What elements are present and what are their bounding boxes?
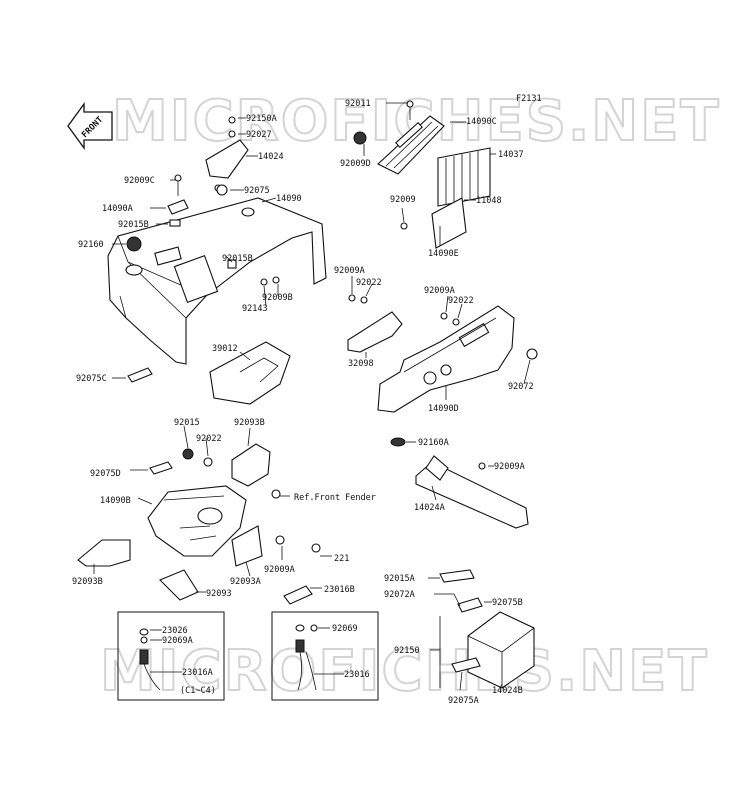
callout: 92022 [448,296,474,306]
callout: 14090D [428,404,459,414]
callout: 221 [334,554,349,564]
callout: 92011 [345,99,371,109]
callout: 92072 [508,382,534,392]
callout: 14024B [492,686,523,696]
bracket-14090E-part [431,197,467,249]
callout: 32098 [348,359,374,369]
tray-14090B-part [147,485,247,557]
callout: 92009 [390,195,416,205]
callout: 92009A [494,462,525,472]
inset-box-right [271,611,379,701]
callout: 92075B [492,598,523,608]
callout: 14024 [258,152,284,162]
callout: 39012 [212,344,238,354]
front-arrow-icon: FRONT [67,102,113,150]
callout: 92009A [334,266,365,276]
callout: 92069A [162,636,193,646]
callout: 92009B [262,293,293,303]
callout: 14090B [100,496,131,506]
reference-label: Ref.Front Fender [294,493,376,503]
callout: 92160 [78,240,104,250]
callout: 11048 [476,196,502,206]
plate-14024A-part [415,455,529,529]
callout: 92075C [76,374,107,384]
panel-14090D-part [377,305,515,413]
box-14024B-part [467,611,535,689]
callout: 23016 [344,670,370,680]
callout: 92093B [72,577,103,587]
callout: 92015A [384,574,415,584]
callout: 23026 [162,626,188,636]
callout: 14090A [102,204,133,214]
callout: 92150A [246,114,277,124]
callout: 92160A [418,438,449,448]
callout: 92009C [124,176,155,186]
callout: 14090 [276,194,302,204]
latch-32098-part [347,311,403,353]
callout: 14090C [466,117,497,127]
callout: 92015B [222,254,253,264]
callout: 92069 [332,624,358,634]
figure-code: F2131 [516,94,542,104]
callout: 23016A [182,668,213,678]
callout: 92143 [242,304,268,314]
callout: 14024A [414,503,445,513]
bracket-92093B-lower-part [77,539,131,567]
variant-note: (C1~C4) [180,686,216,696]
callout: 92075 [244,186,270,196]
callout: 92093A [230,577,261,587]
callout: 92072A [384,590,415,600]
callout: 92022 [196,434,222,444]
callout: 92022 [356,278,382,288]
callout: 14090E [428,249,459,259]
callout: 92075D [90,469,121,479]
callout: 92009D [340,159,371,169]
inset-box-left [117,611,225,701]
callout: 92009A [264,565,295,575]
duct-39012-part [209,341,291,405]
callout: 14037 [498,150,524,160]
callout: 92093B [234,418,265,428]
callout: 92150 [394,646,420,656]
callout: 92075A [448,696,479,706]
front-cover-part [107,197,327,365]
callout: 92009A [424,286,455,296]
watermark-bottom: MICROFICHES.NET [100,639,709,704]
leader-lines [93,102,531,691]
vent-14090C-part [377,115,445,175]
grille-14037-part [437,147,491,207]
callout-labels: 92011 14090C 92009D 14037 92150A 92027 1… [72,99,534,706]
callout: 92015B [118,220,149,230]
bracket-92093B-upper-part [231,443,271,487]
callout: 92027 [246,130,272,140]
bracket-14024-part [205,139,249,179]
callout: 92015 [174,418,200,428]
callout: 23016B [324,585,355,595]
callout: 92093 [206,589,232,599]
